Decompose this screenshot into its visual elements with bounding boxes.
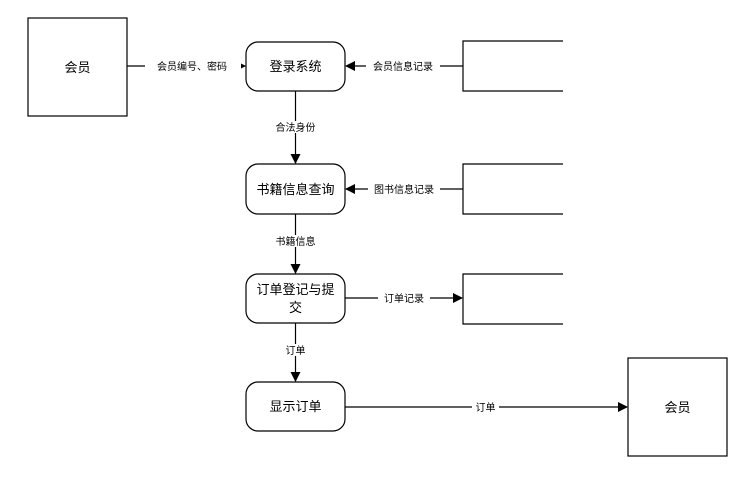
entity-member-bottom-box xyxy=(627,357,728,457)
process-show-order-label: 显示订单 xyxy=(269,400,321,415)
flow-query-to-order-label: 书籍信息 xyxy=(276,235,316,248)
flow-order-to-records-label-bg xyxy=(378,292,430,304)
flow-book-records-to-query: 图书信息记录 xyxy=(345,183,463,196)
process-login: 登录系统 xyxy=(245,41,346,92)
flow-order-to-show-label: 订单 xyxy=(286,345,306,357)
flow-member-to-login: 会员编号、密码 xyxy=(127,60,246,73)
process-order-submit: 订单登记与提 交 xyxy=(245,273,346,324)
flow-query-to-order-label-bg xyxy=(272,235,319,247)
flow-show-to-member-label-bg xyxy=(472,401,499,413)
flow-order-to-show: 订单 xyxy=(282,323,309,382)
flow-login-to-query: 合法身份 xyxy=(270,91,321,164)
flow-member-to-login-label: 会员编号、密码 xyxy=(157,60,227,73)
process-login-label: 登录系统 xyxy=(269,60,321,75)
entity-member-bottom: 会员 xyxy=(627,357,728,457)
process-order-submit-label-line1: 订单登记与提 xyxy=(256,282,334,298)
flow-member-to-login-label-bg xyxy=(145,60,241,72)
entity-member-bottom-label: 会员 xyxy=(664,401,690,416)
flow-order-to-show-label-bg xyxy=(282,344,309,356)
flow-member-records-to-login: 会员信息记录 xyxy=(345,60,463,73)
entity-member-top-box xyxy=(27,17,128,117)
flow-book-records-to-query-label: 图书信息记录 xyxy=(374,183,434,196)
process-order-submit-label-line2: 交 xyxy=(289,300,302,316)
data-store-order-records xyxy=(462,273,563,325)
process-book-query: 书籍信息查询 xyxy=(245,163,346,215)
data-store-member-records xyxy=(462,40,563,92)
process-show-order: 显示订单 xyxy=(245,381,346,432)
flow-member-records-to-login-label: 会员信息记录 xyxy=(373,60,433,73)
flow-login-to-query-label: 合法身份 xyxy=(276,121,316,134)
flow-query-to-order: 书籍信息 xyxy=(272,214,319,274)
data-store-book-records xyxy=(462,163,563,215)
process-book-query-label: 书籍信息查询 xyxy=(256,182,334,198)
entity-member-top-label: 会员 xyxy=(64,61,90,76)
flow-member-records-to-login-label-bg xyxy=(366,60,440,72)
flow-order-to-records-label: 订单记录 xyxy=(384,293,424,305)
flow-show-to-member-label: 订单 xyxy=(476,402,496,414)
flow-login-to-query-label-bg xyxy=(270,121,321,133)
flow-order-to-records: 订单记录 xyxy=(345,292,463,305)
entity-member-top: 会员 xyxy=(27,17,128,117)
flow-book-records-to-query-label-bg xyxy=(368,183,440,195)
flow-show-to-member: 订单 xyxy=(345,401,628,414)
